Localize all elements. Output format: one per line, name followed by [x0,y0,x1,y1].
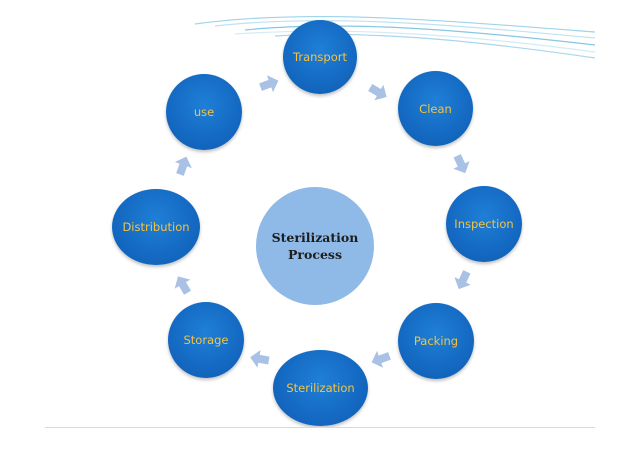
node-label: Storage [183,333,229,347]
node-clean: Clean [398,71,473,146]
node-label: Distribution [122,220,190,234]
flow-arrow [174,276,191,295]
node-distribution: Distribution [112,189,200,265]
node-packing: Packing [398,303,474,379]
node-label: Sterilization [286,381,355,395]
slide: Sterilization Process Transport Clean In… [45,14,595,428]
node-sterilization: Sterilization [273,350,368,426]
flow-arrows [174,75,471,368]
decorative-waves [174,15,595,368]
flow-arrow [250,349,270,368]
center-circle: Sterilization Process [256,187,374,305]
node-label: Packing [413,334,459,348]
flow-arrow [368,84,387,101]
flow-arrow [371,350,391,368]
center-title: Sterilization Process [271,230,359,262]
flow-arrow [453,154,470,174]
node-inspection: Inspection [446,186,522,262]
node-use: use [166,74,242,150]
node-label: Inspection [454,217,514,231]
node-transport: Transport [283,20,357,94]
flow-arrow [454,270,471,290]
node-label: Transport [293,50,347,64]
flow-arrow [259,75,279,93]
node-label: use [193,105,215,119]
node-label: Clean [419,101,452,116]
flow-arrow [174,156,192,176]
node-storage: Storage [168,302,244,378]
